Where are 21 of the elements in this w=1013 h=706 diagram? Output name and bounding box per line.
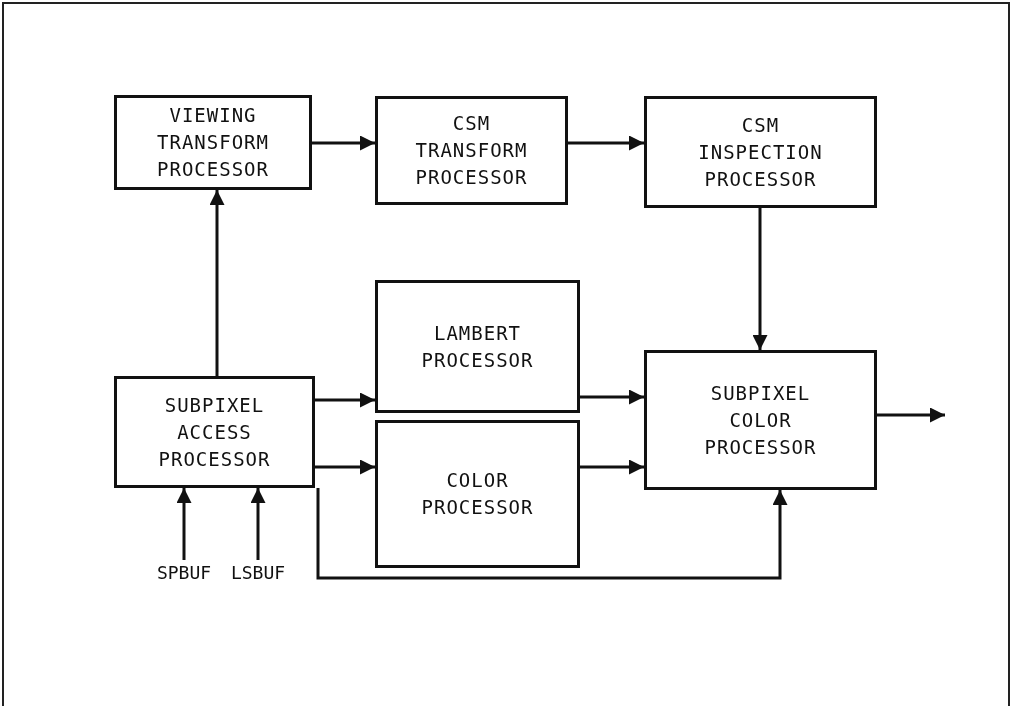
arrow	[877, 407, 945, 423]
arrow	[580, 459, 644, 475]
signal-label: LSBUF	[226, 560, 290, 584]
arrow	[312, 135, 375, 151]
arrow	[568, 135, 644, 151]
arrow	[176, 488, 192, 560]
processor-box: CSM TRANSFORM PROCESSOR	[375, 96, 568, 205]
arrow	[250, 488, 266, 560]
processor-box: SUBPIXEL COLOR PROCESSOR	[644, 350, 877, 490]
processor-box: LAMBERT PROCESSOR	[375, 280, 580, 413]
arrow	[580, 389, 644, 405]
arrow	[752, 208, 768, 350]
processor-box: COLOR PROCESSOR	[375, 420, 580, 568]
processor-box: CSM INSPECTION PROCESSOR	[644, 96, 877, 208]
signal-label: SPBUF	[152, 560, 216, 584]
processor-box: SUBPIXEL ACCESS PROCESSOR	[114, 376, 315, 488]
arrow	[209, 190, 225, 376]
arrow	[316, 488, 788, 580]
processor-box: VIEWING TRANSFORM PROCESSOR	[114, 95, 312, 190]
arrow	[315, 459, 375, 475]
arrow	[315, 392, 375, 408]
